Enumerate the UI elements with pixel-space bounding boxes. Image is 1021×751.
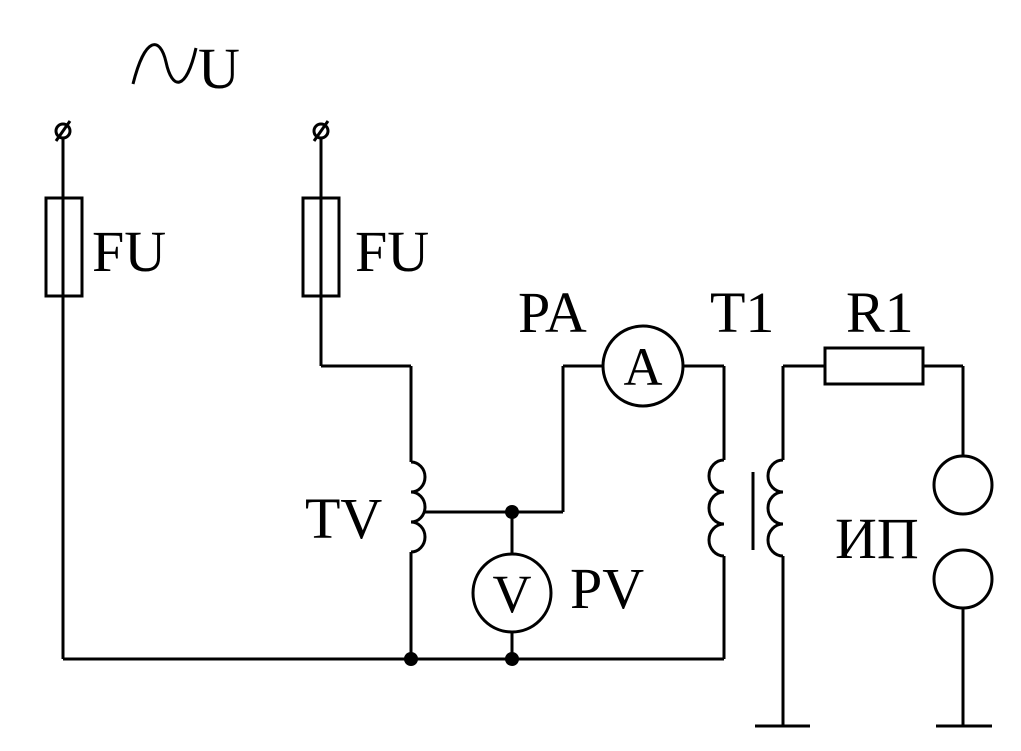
resistor-r1	[823, 346, 925, 386]
fuse-right-label: FU	[355, 219, 429, 284]
transformer-t1-primary-coil	[707, 458, 725, 558]
transformer-t1-label: T1	[710, 280, 774, 345]
ammeter-label: PA	[518, 280, 587, 345]
voltmeter: V	[471, 552, 553, 634]
junction-dot	[505, 652, 519, 666]
resistor-label: R1	[846, 280, 914, 345]
transformer-tv-label: TV	[305, 486, 382, 551]
voltmeter-label: PV	[570, 556, 644, 621]
electrode-upper	[932, 454, 994, 516]
fuse-left-label: FU	[92, 219, 166, 284]
transformer-tv-coil	[410, 460, 427, 554]
source-label: U	[198, 36, 240, 101]
electrode-lower	[932, 548, 994, 610]
electrodes-label: ИП	[835, 506, 919, 571]
ammeter: A	[601, 324, 685, 408]
voltmeter-glyph: V	[493, 564, 532, 624]
sine-wave-icon	[131, 43, 198, 85]
ammeter-glyph: A	[624, 337, 663, 397]
transformer-t1-secondary-coil	[766, 458, 784, 558]
junction-dot	[404, 652, 418, 666]
